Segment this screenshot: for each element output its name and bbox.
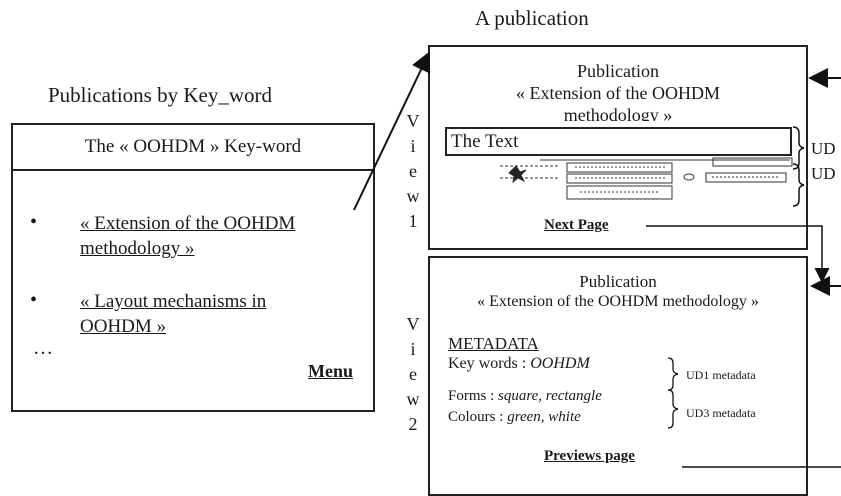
publication-link-extension-line1[interactable]: « Extension of the OOHDM	[80, 213, 296, 234]
view2-title: Publication	[579, 272, 657, 291]
previous-page-link[interactable]: Previews page	[544, 448, 635, 464]
publication-link-layout-line1[interactable]: « Layout mechanisms in	[80, 291, 267, 312]
forms-value: square, rectangle	[498, 388, 602, 404]
bullet-2: •	[30, 289, 38, 311]
ud-brace-2	[792, 163, 805, 207]
ud3-metadata-label: UD3 metadata	[686, 406, 756, 420]
colours-label: Colours :	[448, 409, 508, 425]
view1-label-letter: i	[410, 136, 416, 156]
keyword-panel: The « OOHDM » Key-word • « Extension of …	[11, 123, 375, 412]
keywords-label: Key words :	[448, 355, 531, 372]
ud1-metadata-label: UD1 metadata	[686, 368, 756, 382]
keyword-panel-header: The « OOHDM » Key-word	[13, 125, 373, 171]
ud-label-2: UD	[811, 164, 836, 183]
keywords-row: Key words : OOHDM	[448, 355, 590, 373]
forms-label: Forms :	[448, 388, 499, 404]
ellipsis: …	[33, 337, 53, 359]
view1-subtitle-2: methodology »	[563, 105, 673, 121]
bullet-1: •	[30, 211, 38, 233]
metadata-heading: METADATA	[448, 334, 539, 353]
colours-row: Colours : green, white	[448, 409, 581, 426]
view2-subtitle: « Extension of the OOHDM methodology »	[477, 293, 759, 310]
navigation-arrow	[353, 51, 431, 211]
layout-thumbnail	[500, 157, 793, 200]
view2-label-letter: 2	[408, 414, 418, 434]
view1-label-letter: 1	[408, 211, 418, 231]
ud3-metadata-brace	[667, 389, 679, 429]
ud-label-1: UD	[811, 139, 836, 158]
keywords-value: OOHDM	[530, 355, 590, 372]
publication-link-layout-line2[interactable]: OOHDM »	[80, 316, 167, 337]
view2-label-letter: e	[409, 364, 417, 384]
publication-link-layout[interactable]: « Layout mechanisms in OOHDM »	[80, 289, 355, 339]
diagram-connectors	[353, 51, 841, 468]
view2-label-letter: V	[406, 314, 420, 334]
view1-subtitle-1: « Extension of the OOHDM	[516, 83, 720, 103]
view1-label-letter: e	[409, 161, 417, 181]
view2-label-letter: w	[406, 389, 420, 409]
next-page-connector	[646, 225, 830, 283]
colours-value: green, white	[507, 409, 581, 425]
view2-label-letter: i	[410, 339, 416, 359]
ud1-metadata-brace	[667, 357, 679, 391]
ud-brace-1	[792, 126, 805, 170]
publication-link-extension-line2[interactable]: methodology »	[80, 238, 195, 259]
next-page-link[interactable]: Next Page	[544, 217, 609, 233]
view2-publication-box: Publication « Extension of the OOHDM met…	[428, 256, 808, 496]
menu-link[interactable]: Menu	[308, 361, 353, 381]
view1-title: Publication	[577, 61, 659, 81]
forms-row: Forms : square, rectangle	[448, 388, 602, 405]
left-caption: Publications by Key_word	[48, 83, 272, 107]
view1-label-letter: w	[406, 186, 420, 206]
publication-link-extension[interactable]: « Extension of the OOHDM methodology »	[80, 211, 355, 261]
right-caption: A publication	[475, 6, 589, 30]
view1-label-letter: V	[406, 111, 420, 131]
text-area-box: The Text	[445, 127, 792, 156]
